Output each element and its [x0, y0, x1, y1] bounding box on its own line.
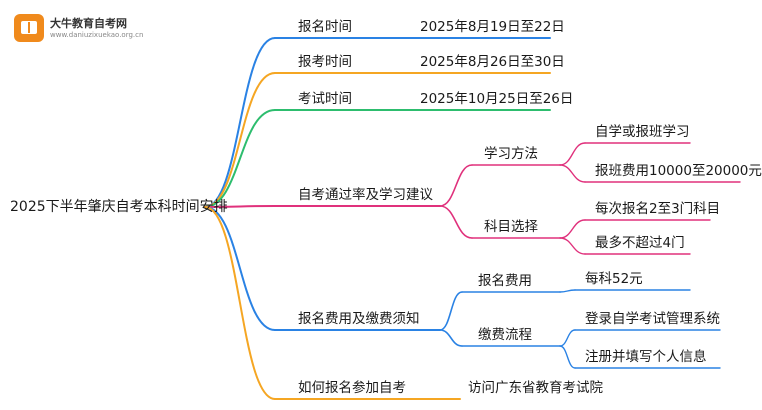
leaf-label: 2025年8月26日至30日: [420, 54, 565, 70]
leaf-connector: [559, 289, 576, 293]
leaf-label: 最多不超过4门: [595, 235, 685, 251]
leaf-label: 报班费用10000至20000元: [595, 163, 762, 179]
leaf-label: 登录自学考试管理系统: [585, 311, 720, 327]
leaf-connector: [559, 142, 586, 166]
branch-label: 报考时间: [298, 54, 352, 70]
branch-connector: [204, 205, 276, 208]
branch-connector: [204, 109, 276, 208]
sub-branch-label: 学习方法: [484, 146, 538, 162]
mindmap-root-label: 2025下半年肇庆自考本科时间安排: [10, 199, 228, 215]
branch-connector: [204, 72, 276, 208]
leaf-connector: [559, 219, 586, 239]
leaf-connector: [559, 329, 576, 347]
branch-connector: [204, 37, 276, 208]
leaf-connector: [559, 237, 586, 255]
leaf-label: 2025年10月25日至26日: [420, 91, 574, 107]
site-logo: 大牛教育自考网 www.daniuzixuekao.org.cn: [14, 12, 164, 46]
leaf-label: 2025年8月19日至22日: [420, 19, 565, 35]
leaf-label: 注册并填写个人信息: [585, 349, 707, 365]
leaf-label: 访问广东省教育考试院: [468, 380, 603, 396]
sub-branch-connector: [439, 164, 473, 207]
sub-branch-label: 科目选择: [484, 219, 538, 235]
leaf-label: 自学或报班学习: [595, 124, 690, 140]
leaf-label: 每次报名2至3门科目: [595, 201, 721, 217]
branch-connector: [204, 206, 276, 331]
logo-name: 大牛教育自考网: [50, 17, 127, 30]
leaf-connector: [559, 164, 586, 183]
branch-label: 如何报名参加自考: [298, 380, 406, 396]
logo-url: www.daniuzixuekao.org.cn: [50, 31, 144, 39]
book-logo-icon: [14, 14, 44, 42]
branch-label: 考试时间: [298, 91, 352, 107]
branch-label: 报名费用及缴费须知: [298, 311, 420, 327]
leaf-connector: [559, 345, 576, 369]
sub-branch-connector: [439, 205, 473, 239]
sub-branch-connector: [439, 329, 463, 347]
branch-label: 自考通过率及学习建议: [298, 187, 433, 203]
sub-branch-connector: [439, 291, 463, 331]
branch-label: 报名时间: [298, 19, 352, 35]
branch-connector: [204, 206, 276, 400]
sub-branch-label: 缴费流程: [478, 327, 532, 343]
sub-branch-label: 报名费用: [478, 273, 532, 289]
leaf-label: 每科52元: [585, 271, 643, 287]
